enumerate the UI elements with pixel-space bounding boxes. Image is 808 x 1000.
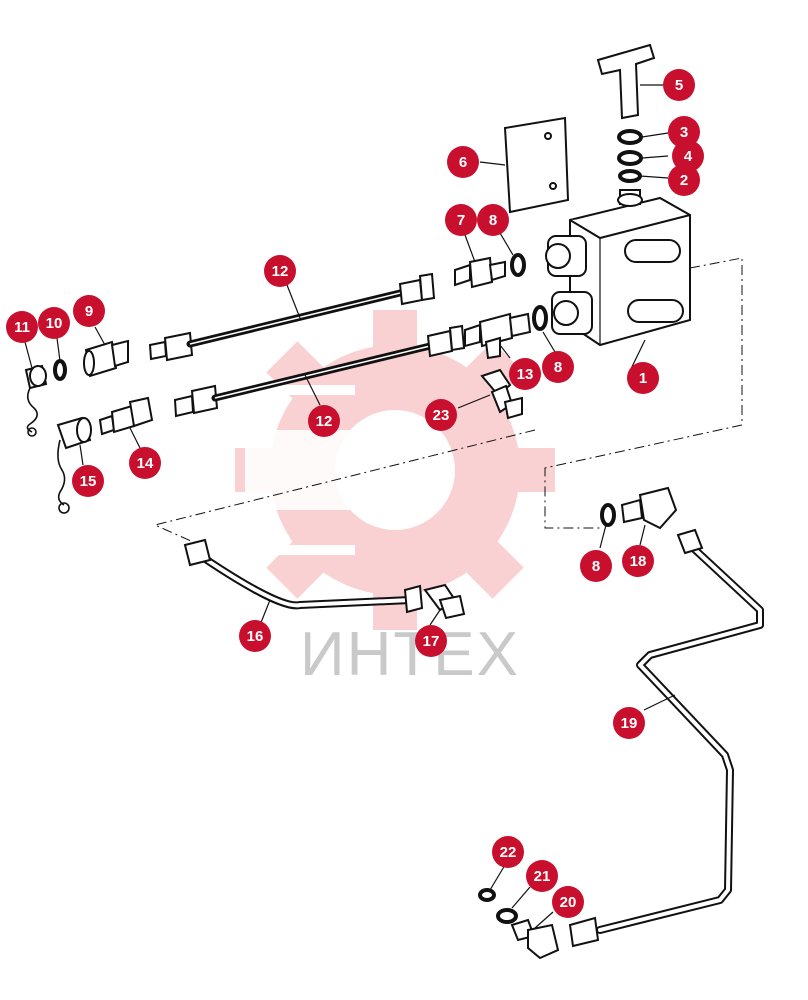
svg-text:16: 16 — [247, 628, 264, 645]
svg-text:20: 20 — [560, 894, 577, 911]
svg-text:8: 8 — [592, 558, 600, 575]
svg-text:21: 21 — [534, 868, 551, 885]
svg-text:23: 23 — [433, 407, 450, 424]
callout-21: 21 — [526, 860, 558, 892]
svg-text:1: 1 — [639, 370, 647, 387]
svg-text:15: 15 — [80, 473, 97, 490]
tee-fitting — [464, 312, 532, 360]
o-ring-10 — [53, 359, 67, 381]
callout-4: 4 — [672, 140, 704, 172]
callout-15: 15 — [72, 465, 104, 497]
svg-text:11: 11 — [14, 319, 30, 336]
svg-text:19: 19 — [621, 715, 638, 732]
t-handle — [596, 43, 656, 120]
dust-cap-15 — [56, 416, 92, 514]
pipe-16 — [183, 538, 424, 614]
callout-19: 19 — [613, 707, 645, 739]
callout-14: 14 — [129, 447, 161, 479]
callout-2: 2 — [668, 164, 700, 196]
o-ring-22 — [478, 888, 496, 902]
svg-text:8: 8 — [554, 359, 562, 376]
svg-text:12: 12 — [316, 413, 333, 430]
dust-plug-11 — [24, 364, 48, 437]
svg-text:6: 6 — [459, 154, 467, 171]
o-rings — [510, 253, 616, 527]
svg-text:5: 5 — [675, 77, 683, 94]
svg-text:14: 14 — [137, 455, 154, 472]
svg-text:7: 7 — [457, 212, 465, 229]
svg-text:10: 10 — [46, 315, 63, 332]
adapter-nipple — [454, 256, 506, 289]
callout-3: 3 — [668, 116, 700, 148]
svg-text:13: 13 — [517, 366, 534, 383]
callout-8a: 8 — [477, 204, 509, 236]
svg-text:12: 12 — [272, 263, 289, 280]
callout-1: 1 — [627, 362, 659, 394]
svg-text:4: 4 — [684, 148, 693, 165]
callout-22: 22 — [492, 836, 524, 868]
elbow-fitting-17 — [423, 583, 466, 620]
elbow-fitting-20 — [510, 918, 560, 960]
callout-16: 16 — [239, 620, 271, 652]
svg-text:22: 22 — [500, 844, 517, 861]
svg-text:8: 8 — [489, 212, 497, 229]
callout-12a: 12 — [264, 255, 296, 287]
connection-lines — [153, 257, 743, 546]
hose-upper — [148, 272, 436, 362]
callout-10: 10 — [38, 307, 70, 339]
watermark-text: ИНТЕХ — [300, 620, 520, 689]
callout-17: 17 — [415, 625, 447, 657]
svg-text:9: 9 — [85, 303, 93, 320]
elbow-fitting-18 — [620, 486, 678, 530]
callout-9: 9 — [73, 295, 105, 327]
callout-5: 5 — [663, 69, 695, 101]
pipe-19 — [568, 528, 764, 948]
coupler-nipple — [98, 396, 154, 436]
svg-text:18: 18 — [630, 553, 647, 570]
leader-lines — [24, 84, 676, 929]
callout-12b: 12 — [308, 405, 340, 437]
callout-11: 11 — [6, 311, 38, 343]
washer-21 — [496, 908, 518, 924]
callout-7: 7 — [445, 204, 477, 236]
svg-text:3: 3 — [680, 124, 688, 141]
valve-body — [545, 189, 691, 347]
callout-8b: 8 — [542, 351, 574, 383]
mounting-plate — [503, 116, 570, 214]
callout-18: 18 — [622, 545, 654, 577]
callout-13: 13 — [509, 358, 541, 390]
washers-stack — [617, 129, 643, 183]
callout-20: 20 — [552, 886, 584, 918]
svg-text:17: 17 — [423, 633, 440, 650]
elbow-fitting-23 — [480, 368, 523, 420]
coupler — [83, 339, 129, 378]
callout-6: 6 — [447, 146, 479, 178]
hose-lower — [173, 324, 466, 418]
svg-text:2: 2 — [680, 172, 688, 189]
callout-8c: 8 — [580, 550, 612, 582]
callout-23: 23 — [425, 399, 457, 431]
